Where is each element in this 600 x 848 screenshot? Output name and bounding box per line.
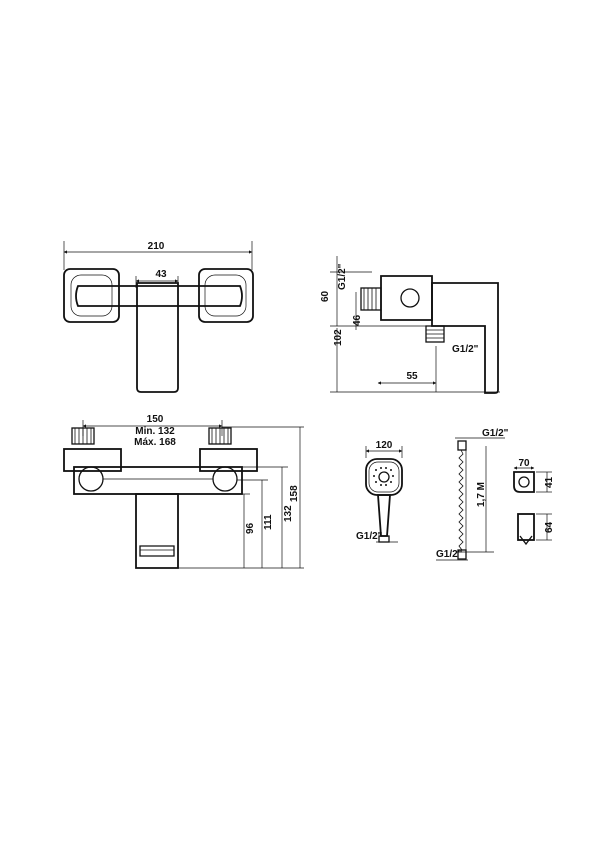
dim-210: 210 [148, 241, 165, 252]
front-view: 150 Min. 132 Máx. 168 [63, 414, 304, 569]
hose-length-label: 1,7 M [476, 482, 487, 507]
dim-70: 70 [518, 458, 530, 469]
side-thread-bottom-label: G1/2" [452, 344, 479, 355]
holder-side [517, 513, 535, 541]
front-outlet [139, 545, 175, 557]
hose-body [458, 449, 464, 551]
front-right-escutcheon [199, 448, 258, 472]
lever-handle-top [136, 282, 179, 393]
dim-max-168: Máx. 168 [134, 437, 176, 448]
handshower-thread-label: G1/2" [356, 531, 383, 542]
dim-64: 64 [544, 521, 555, 533]
dim-41: 41 [544, 476, 555, 488]
mixer-body-side [380, 275, 433, 321]
handshower-grip [377, 494, 391, 537]
dim-min-132: Min. 132 [135, 426, 175, 437]
side-view: G1/2" 60 46 102 55 G1/2" [320, 256, 500, 394]
dim-158: 158 [289, 485, 300, 502]
hose-top-nut [457, 440, 467, 451]
dim-102: 102 [333, 329, 344, 346]
top-view: 210 43 [63, 241, 254, 393]
handshower-view: 120 G1/2" [356, 440, 403, 543]
hose-view: G1/2" 1,7 M G1/2" [436, 428, 509, 561]
dim-132: 132 [283, 505, 294, 522]
dim-150: 150 [147, 414, 164, 425]
hose-thread-top-label: G1/2" [482, 428, 509, 439]
right-escutcheon [198, 268, 254, 323]
hose-thread-bottom-label: G1/2" [436, 549, 463, 560]
holder-view: 70 41 64 [513, 458, 555, 546]
spray-nozzles [373, 467, 394, 486]
mixer-body-top [75, 285, 243, 307]
dim-55: 55 [406, 371, 418, 382]
dim-96: 96 [245, 522, 256, 534]
dim-111: 111 [263, 514, 274, 530]
left-escutcheon [63, 268, 120, 323]
holder-top [513, 471, 535, 493]
mixer-lower-body [135, 493, 179, 569]
dim-43: 43 [155, 269, 167, 280]
lever-handle-side [431, 282, 499, 394]
dim-46: 46 [352, 314, 363, 326]
hose-bottom-nut [457, 549, 467, 560]
side-thread-lines [363, 288, 377, 310]
front-left-escutcheon [63, 448, 122, 472]
dim-120: 120 [376, 440, 393, 451]
dim-60: 60 [320, 290, 331, 302]
side-thread-top-label: G1/2" [337, 263, 348, 290]
